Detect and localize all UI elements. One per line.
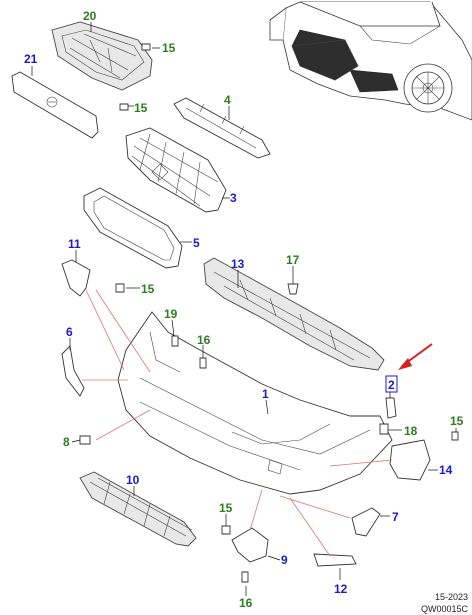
label-19: 19: [164, 307, 178, 321]
label-17: 17: [286, 253, 300, 267]
part-17-clip: [287, 283, 299, 295]
part-6-side-trim: [61, 345, 85, 397]
explode-lines: [82, 289, 393, 557]
label-6: 6: [66, 325, 73, 339]
part-20-upper-grille: [51, 21, 153, 91]
part-12-lip: [313, 553, 357, 567]
label-15-right: 15: [450, 414, 464, 428]
diagram-date: 15-2023: [434, 592, 468, 602]
part-10-lower-grille: [79, 471, 197, 547]
label-4: 4: [224, 93, 231, 107]
label-8: 8: [63, 435, 70, 449]
part-21-front-panel: [11, 71, 99, 139]
label-16-mid: 16: [197, 333, 211, 347]
label-15-lower: 15: [219, 501, 233, 515]
label-1: 1: [262, 387, 269, 401]
vehicle-illustration: [269, 1, 472, 121]
label-14: 14: [439, 463, 453, 477]
leader-lines: [31, 22, 457, 596]
part-11-trim: [61, 259, 91, 297]
label-15-top: 15: [162, 41, 176, 55]
label-21: 21: [24, 52, 38, 66]
part-9-lower-trim: [231, 527, 269, 563]
part-18-fastener: [379, 423, 389, 435]
part-13-impact-beam: [203, 257, 385, 371]
label-11: 11: [68, 237, 81, 251]
fastener-icons: [79, 43, 459, 583]
part-7-end-cap: [351, 507, 381, 537]
diagram-code: QW00015C: [420, 604, 468, 614]
label-20: 20: [83, 9, 97, 23]
label-16-bottom: 16: [239, 596, 253, 610]
label-10: 10: [126, 473, 140, 487]
label-5: 5: [193, 236, 200, 250]
label-9: 9: [281, 553, 288, 567]
label-3: 3: [230, 191, 237, 205]
part-2-callout-box: [385, 375, 398, 393]
part-1-bumper-cover: [117, 311, 393, 495]
part-14-air-duct: [389, 439, 431, 481]
label-18: 18: [404, 424, 418, 438]
part-labels: 20 15 21 15 4 3 5 11 13 17 15 19 6 16 2 …: [24, 9, 464, 610]
label-13: 13: [231, 257, 245, 271]
part-5-grille-surround: [83, 187, 183, 269]
label-12: 12: [334, 582, 348, 596]
highlight-arrow: [398, 343, 433, 370]
label-2: 2: [388, 378, 395, 392]
part-4-upper-bracket: [173, 97, 271, 159]
label-15-third: 15: [141, 282, 155, 296]
part-3-mesh-grille: [125, 127, 227, 213]
label-7: 7: [392, 510, 399, 524]
label-15-second: 15: [134, 101, 148, 115]
part-2-bracket: [385, 397, 397, 419]
